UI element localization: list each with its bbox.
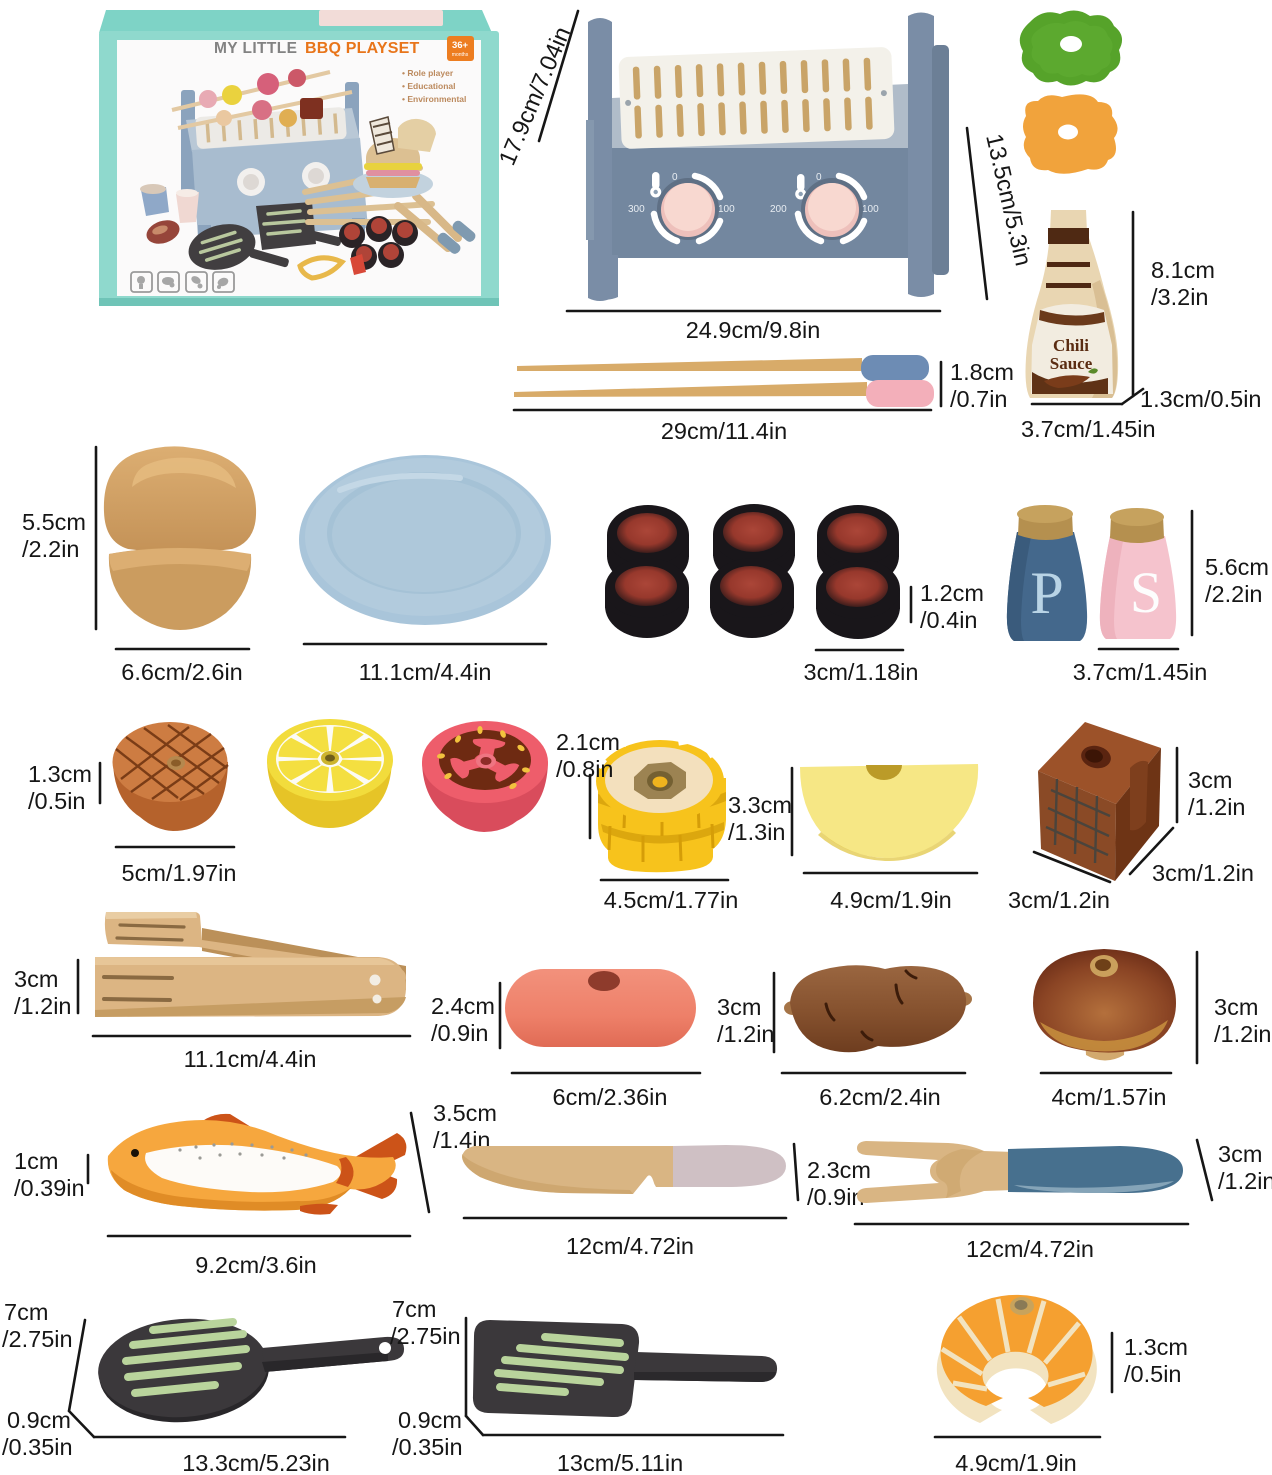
svg-text:/3.2in: /3.2in	[1151, 284, 1209, 310]
svg-text:/1.2in: /1.2in	[14, 993, 72, 1019]
svg-text:0.9cm: 0.9cm	[398, 1407, 462, 1433]
svg-text:3cm: 3cm	[1218, 1141, 1262, 1167]
svg-text:Sauce: Sauce	[1050, 354, 1093, 373]
svg-text:24.9cm/9.8in: 24.9cm/9.8in	[686, 317, 821, 343]
svg-text:36+: 36+	[452, 40, 469, 51]
svg-text:3cm: 3cm	[1214, 994, 1258, 1020]
svg-text:/0.5in: /0.5in	[1124, 1361, 1182, 1387]
svg-text:0: 0	[816, 172, 822, 183]
svg-text:100: 100	[718, 204, 735, 215]
svg-text:2.1cm: 2.1cm	[556, 729, 620, 755]
svg-text:/0.9in: /0.9in	[807, 1184, 865, 1210]
svg-text:2.4cm: 2.4cm	[431, 993, 495, 1019]
svg-text:9.2cm/3.6in: 9.2cm/3.6in	[195, 1252, 316, 1278]
svg-text:13.3cm/5.23in: 13.3cm/5.23in	[182, 1450, 330, 1475]
svg-text:7cm: 7cm	[4, 1299, 48, 1325]
svg-text:3cm/1.2in: 3cm/1.2in	[1008, 887, 1110, 913]
svg-text:1.8cm: 1.8cm	[950, 359, 1014, 385]
svg-text:/2.75in: /2.75in	[2, 1326, 73, 1352]
svg-text:/1.2in: /1.2in	[717, 1021, 775, 1047]
svg-text:11.1cm/4.4in: 11.1cm/4.4in	[184, 1046, 317, 1072]
svg-text:/0.9in: /0.9in	[431, 1020, 489, 1046]
svg-text:6.6cm/2.6in: 6.6cm/2.6in	[121, 659, 242, 685]
svg-text:11.1cm/4.4in: 11.1cm/4.4in	[359, 659, 492, 685]
svg-text:4.9cm/1.9in: 4.9cm/1.9in	[830, 887, 951, 913]
svg-text:3cm/1.18in: 3cm/1.18in	[804, 659, 919, 685]
svg-text:/1.2in: /1.2in	[1214, 1021, 1272, 1047]
svg-text:• Environmental: • Environmental	[402, 94, 466, 104]
svg-text:29cm/11.4in: 29cm/11.4in	[661, 418, 787, 444]
svg-text:1cm: 1cm	[14, 1148, 58, 1174]
svg-text:6cm/2.36in: 6cm/2.36in	[553, 1084, 668, 1110]
svg-text:3.5cm: 3.5cm	[433, 1100, 497, 1126]
svg-text:100: 100	[862, 204, 879, 215]
svg-text:MY LITTLE: MY LITTLE	[214, 40, 297, 57]
svg-text:/1.2in: /1.2in	[1218, 1168, 1272, 1194]
svg-text:5.5cm: 5.5cm	[22, 509, 86, 535]
svg-text:3cm: 3cm	[1188, 767, 1232, 793]
svg-text:/0.35in: /0.35in	[2, 1434, 73, 1460]
svg-text:/0.5in: /0.5in	[28, 788, 86, 814]
svg-text:/0.39in: /0.39in	[14, 1175, 85, 1201]
svg-text:• Educational: • Educational	[402, 81, 456, 91]
svg-text:6.2cm/2.4in: 6.2cm/2.4in	[819, 1084, 940, 1110]
svg-text:12cm/4.72in: 12cm/4.72in	[566, 1233, 694, 1259]
svg-text:200: 200	[770, 204, 787, 215]
svg-text:/0.35in: /0.35in	[392, 1434, 463, 1460]
svg-text:1.3cm: 1.3cm	[1124, 1334, 1188, 1360]
svg-text:5cm/1.97in: 5cm/1.97in	[122, 860, 237, 886]
svg-text:/1.3in: /1.3in	[728, 819, 786, 845]
svg-text:13cm/5.11in: 13cm/5.11in	[557, 1450, 683, 1475]
svg-text:S: S	[1130, 560, 1162, 625]
svg-text:/1.2in: /1.2in	[1188, 794, 1246, 820]
svg-text:/2.2in: /2.2in	[22, 536, 80, 562]
svg-text:3cm: 3cm	[717, 994, 761, 1020]
svg-text:/0.8in: /0.8in	[556, 756, 614, 782]
svg-text:/2.75in: /2.75in	[390, 1323, 461, 1349]
svg-text:4.5cm/1.77in: 4.5cm/1.77in	[604, 887, 739, 913]
svg-text:1.3cm/0.5in: 1.3cm/0.5in	[1140, 386, 1261, 412]
svg-text:0.9cm: 0.9cm	[7, 1407, 71, 1433]
svg-text:/0.4in: /0.4in	[920, 607, 978, 633]
svg-text:3cm: 3cm	[14, 966, 58, 992]
svg-text:3.7cm/1.45in: 3.7cm/1.45in	[1021, 416, 1156, 442]
svg-text:1.2cm: 1.2cm	[920, 580, 984, 606]
svg-text:300: 300	[628, 204, 645, 215]
svg-text:months: months	[452, 52, 469, 58]
svg-text:1.3cm: 1.3cm	[28, 761, 92, 787]
svg-text:3cm/1.2in: 3cm/1.2in	[1152, 860, 1254, 886]
svg-text:3.7cm/1.45in: 3.7cm/1.45in	[1073, 659, 1208, 685]
svg-text:0: 0	[672, 172, 678, 183]
svg-text:/2.2in: /2.2in	[1205, 581, 1263, 607]
svg-text:/0.7in: /0.7in	[950, 386, 1008, 412]
svg-text:5.6cm: 5.6cm	[1205, 554, 1269, 580]
svg-text:4.9cm/1.9in: 4.9cm/1.9in	[955, 1450, 1076, 1475]
svg-text:• Role player: • Role player	[402, 68, 454, 78]
svg-text:2.3cm: 2.3cm	[807, 1157, 871, 1183]
svg-text:P: P	[1030, 560, 1063, 626]
svg-text:8.1cm: 8.1cm	[1151, 257, 1215, 283]
svg-text:3.3cm: 3.3cm	[728, 792, 792, 818]
svg-text:4cm/1.57in: 4cm/1.57in	[1052, 1084, 1167, 1110]
svg-text:Chili: Chili	[1053, 336, 1089, 355]
svg-text:12cm/4.72in: 12cm/4.72in	[966, 1236, 1094, 1262]
svg-text:BBQ PLAYSET: BBQ PLAYSET	[305, 40, 420, 57]
svg-text:7cm: 7cm	[392, 1296, 436, 1322]
